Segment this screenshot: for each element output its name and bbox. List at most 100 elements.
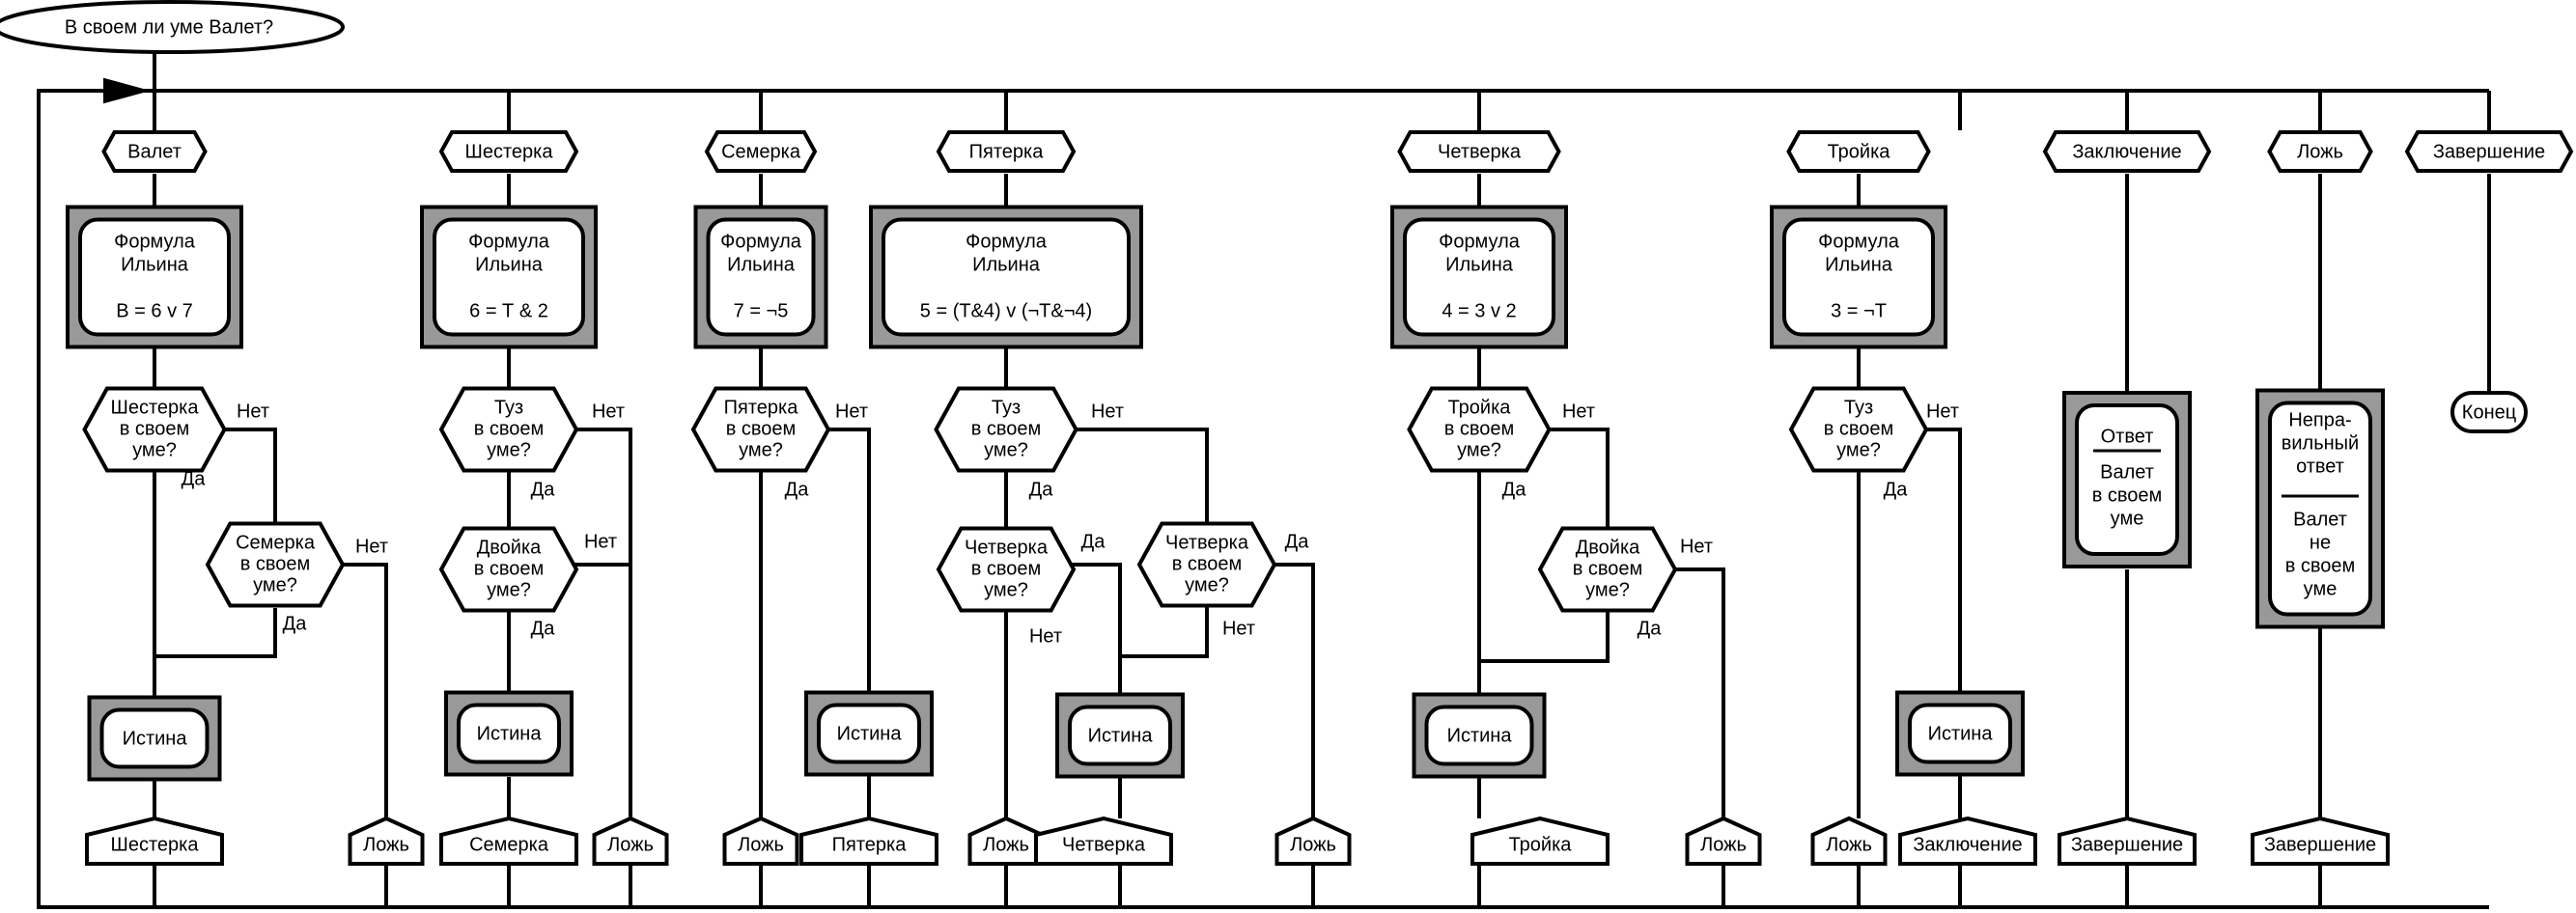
branch-label: Нет bbox=[1029, 625, 1062, 647]
branch-label: Да bbox=[1884, 479, 1909, 500]
question-text: уме? bbox=[487, 579, 531, 600]
connector-line bbox=[319, 563, 388, 818]
column-label bbox=[936, 130, 1077, 173]
question-text: уме? bbox=[1457, 439, 1501, 460]
start-oval bbox=[0, 0, 345, 54]
question-text: Шестерка bbox=[111, 397, 200, 418]
column-label-text: Семерка bbox=[721, 141, 801, 162]
truth-box-inner bbox=[1908, 703, 2012, 764]
wrong-heading: ответ bbox=[2296, 456, 2344, 477]
formula-text: Формула bbox=[468, 231, 550, 252]
column-label-text: Валет bbox=[127, 141, 182, 162]
output-block bbox=[348, 816, 425, 866]
question-text: в своем bbox=[474, 418, 545, 439]
branch-label: Нет bbox=[1926, 401, 1959, 422]
output-block bbox=[1274, 816, 1352, 866]
column-label bbox=[1786, 130, 1931, 173]
question-hexagon bbox=[934, 386, 1078, 473]
answer-text: уме bbox=[2111, 508, 2144, 529]
wrong-text: в своем bbox=[2285, 555, 2356, 576]
truth-label: Истина bbox=[1928, 723, 1994, 744]
question-text: уме? bbox=[487, 439, 531, 460]
output-block bbox=[722, 816, 799, 866]
answer-heading: Ответ bbox=[2101, 426, 2154, 447]
truth-box-inner bbox=[817, 703, 921, 764]
connector-line bbox=[37, 89, 2489, 909]
question-text: в своем bbox=[474, 558, 545, 579]
truth-label: Истина bbox=[1447, 725, 1513, 746]
end-terminator bbox=[2450, 391, 2528, 433]
wrong-heading: вильный bbox=[2282, 432, 2359, 454]
truth-box-inner bbox=[99, 707, 210, 769]
connector-line bbox=[801, 428, 871, 700]
output-label: Заключение bbox=[1913, 834, 2022, 855]
output-block bbox=[1810, 816, 1888, 866]
branch-label: Нет bbox=[584, 531, 617, 552]
question-hexagon bbox=[690, 386, 831, 473]
formula-box-inner bbox=[1403, 217, 1555, 337]
wrong-heading: Непра- bbox=[2288, 409, 2351, 430]
connector-line bbox=[555, 428, 632, 818]
output-block bbox=[1034, 816, 1173, 866]
question-text: в своем bbox=[120, 418, 190, 439]
question-text: в своем bbox=[1573, 558, 1643, 579]
formula-text: Формула bbox=[720, 231, 802, 252]
connector-line bbox=[1526, 428, 1610, 536]
formula-box-inner bbox=[1782, 217, 1935, 337]
branch-label: Да bbox=[182, 468, 207, 489]
column-label bbox=[704, 130, 818, 173]
question-hexagon bbox=[82, 386, 227, 473]
branch-label: Да bbox=[1285, 531, 1310, 552]
output-label: Ложь bbox=[1700, 834, 1747, 855]
question-text: Двойка bbox=[477, 537, 542, 558]
question-text: в своем bbox=[726, 418, 797, 439]
truth-box-inner bbox=[1068, 705, 1172, 766]
column-label-text: Шестерка bbox=[465, 141, 554, 162]
output-label: Ложь bbox=[983, 834, 1029, 855]
formula-text: Формула bbox=[966, 231, 1048, 252]
question-text: уме? bbox=[1836, 439, 1881, 460]
question-text: в своем bbox=[1824, 418, 1894, 439]
branch-label: Нет bbox=[355, 536, 388, 557]
output-label: Четверка bbox=[1062, 834, 1146, 855]
question-text: Семерка bbox=[236, 532, 316, 553]
formula-text: 6 = Т & 2 bbox=[469, 300, 548, 321]
output-block bbox=[1470, 816, 1610, 866]
output-label: Завершение bbox=[2071, 834, 2183, 855]
answer-box-inner bbox=[2075, 403, 2179, 556]
formula-text: Ильина bbox=[121, 254, 189, 275]
branch-label: Да bbox=[531, 479, 556, 500]
column-label bbox=[101, 130, 208, 173]
formula-text: 5 = (Т&4) v (¬Т&¬4) bbox=[920, 300, 1092, 321]
end-label: Конец bbox=[2462, 401, 2516, 423]
branch-label: Нет bbox=[1680, 536, 1713, 557]
wrong-text: не bbox=[2310, 532, 2331, 553]
question-text: уме? bbox=[984, 439, 1028, 460]
output-block bbox=[1685, 816, 1762, 866]
question-text: уме? bbox=[984, 579, 1028, 600]
truth-label: Истина bbox=[123, 728, 188, 749]
output-block bbox=[85, 816, 224, 866]
formula-text: 7 = ¬5 bbox=[734, 300, 789, 321]
output-label: Ложь bbox=[1826, 834, 1872, 855]
question-hexagon bbox=[438, 386, 579, 473]
output-block bbox=[2058, 816, 2197, 866]
question-hexagon bbox=[205, 521, 346, 608]
question-hexagon bbox=[1136, 521, 1277, 608]
truth-label: Истина bbox=[1088, 725, 1154, 746]
question-hexagon bbox=[438, 526, 579, 613]
branch-label: Нет bbox=[237, 401, 269, 422]
truth-box-inner bbox=[457, 703, 561, 764]
branch-label: Да bbox=[531, 618, 556, 639]
connector-line bbox=[1651, 567, 1725, 818]
question-text: в своем bbox=[1172, 553, 1243, 574]
output-label: Семерка bbox=[469, 834, 549, 855]
question-text: Пятерка bbox=[724, 397, 799, 418]
formula-text: Ильина bbox=[727, 254, 796, 275]
answer-text: Валет bbox=[2100, 461, 2154, 483]
branch-label: Нет bbox=[1222, 618, 1255, 639]
question-hexagon bbox=[1407, 386, 1552, 473]
column-label bbox=[2267, 130, 2373, 173]
